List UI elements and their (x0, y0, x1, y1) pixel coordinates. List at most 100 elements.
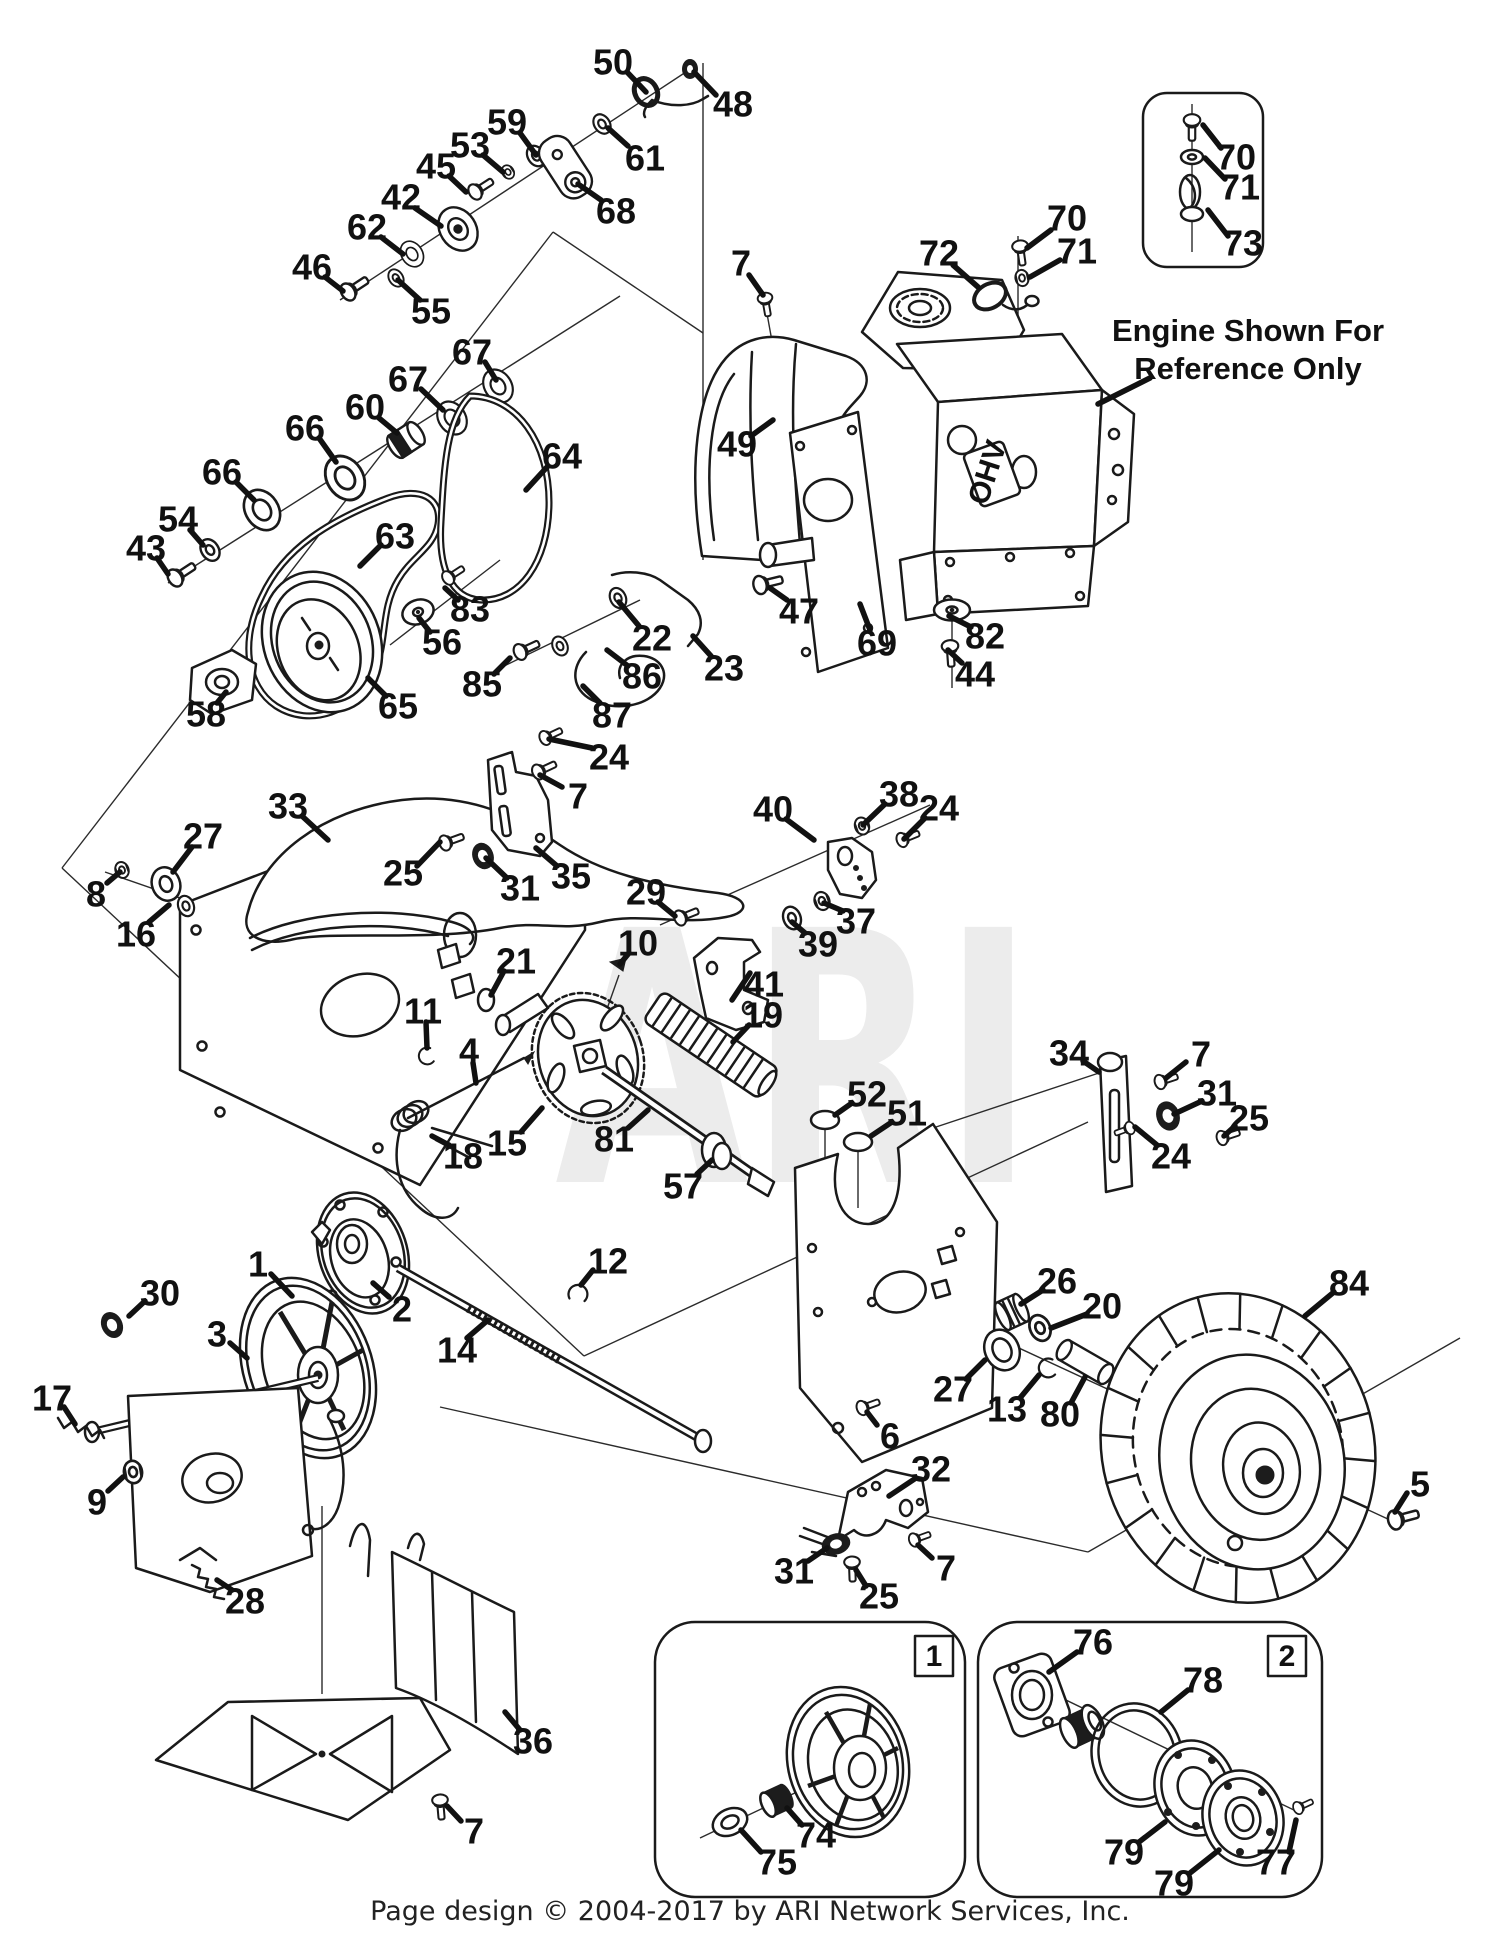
leader-line-35-49 (533, 845, 560, 869)
tread-lug-line (1105, 1473, 1139, 1485)
leader-line-86-33 (604, 647, 631, 669)
leader-line-82-39 (946, 613, 974, 630)
part-callout-87-34: 87 (592, 695, 632, 736)
part-callout-9-80: 9 (87, 1482, 107, 1523)
part-callout-19-58: 19 (743, 995, 783, 1036)
part-callout-26-82: 26 (1037, 1261, 1077, 1302)
leader-line-2-74 (370, 1280, 392, 1300)
part-callout-54-26: 54 (158, 499, 198, 540)
leader-line-24-52 (901, 815, 928, 842)
leader-line-59-3 (517, 130, 539, 158)
leader-line-27-44 (170, 844, 195, 875)
part-callout-45-5: 45 (416, 146, 456, 187)
part-callout-75-97: 75 (757, 1842, 797, 1883)
part-callout-68-6: 68 (596, 191, 636, 232)
part-callout-29-53: 29 (626, 872, 666, 913)
tread-lug-line (1238, 1292, 1242, 1331)
tread-lug-line (1124, 1508, 1154, 1530)
part-callout-67-19: 67 (452, 332, 492, 373)
leader-line-4-61 (470, 1060, 479, 1086)
leader-line-58-30 (214, 689, 229, 706)
part-callout-24-52: 24 (919, 788, 959, 829)
leader-line-9-80 (105, 1474, 126, 1494)
leader-line-1-73 (268, 1271, 295, 1299)
part-callout-49-18: 49 (717, 424, 757, 465)
leader-line-34-64 (1080, 1058, 1102, 1075)
leader-line-85-32 (491, 655, 513, 677)
leader-line-21-59 (488, 968, 507, 998)
leader-line-22-35 (616, 599, 642, 629)
part-callout-31-48: 31 (500, 868, 540, 909)
part-callout-38-51: 38 (879, 774, 919, 815)
leader-line-7-11 (746, 272, 766, 298)
part-callout-15-69: 15 (487, 1123, 527, 1164)
engine-note: Engine Shown For Reference Only (1095, 313, 1384, 407)
part-callout-28-81: 28 (225, 1581, 265, 1622)
part-callout-42-7: 42 (381, 177, 421, 218)
part-callout-25-47: 25 (383, 853, 423, 894)
leader-line-65-31 (365, 675, 389, 699)
leader-line-25-47 (414, 839, 443, 869)
leader-line-27-84 (963, 1357, 988, 1382)
part-callout-20-83: 20 (1082, 1286, 1122, 1327)
leader-line-79-100 (1136, 1819, 1168, 1845)
leader-line-78-99 (1158, 1687, 1191, 1715)
part-callout-78-99: 78 (1183, 1660, 1223, 1701)
tread-lug-line (1157, 1314, 1179, 1348)
part-callout-51-63: 51 (887, 1093, 927, 1134)
inset-2-tag: 2 (1279, 1640, 1296, 1673)
leader-line-42-7 (412, 205, 444, 229)
leader-line-7-95 (444, 1803, 464, 1824)
inset-box-top (1141, 91, 1265, 269)
leader-line-7-93 (915, 1542, 935, 1561)
leader-line-18-70 (429, 1133, 452, 1148)
tread-lug-line (1106, 1386, 1140, 1403)
part-callout-57-72: 57 (663, 1166, 703, 1207)
part-callout-32-90: 32 (911, 1449, 951, 1490)
leader-line-63-25 (357, 542, 384, 569)
leader-line-76-98 (1046, 1649, 1080, 1675)
leader-line-54-26 (187, 527, 206, 548)
part-callout-69-38: 69 (857, 623, 897, 664)
leader-line-71-16 (1202, 155, 1228, 182)
leader-line-10-57 (617, 950, 632, 967)
part-callout-7-11: 7 (731, 243, 751, 284)
part-callout-31-66: 31 (1197, 1073, 1237, 1114)
leader-line-77-102 (1286, 1817, 1299, 1855)
part-callout-66-22: 66 (285, 408, 325, 449)
leader-line-30-77 (126, 1298, 148, 1319)
part-callout-24-68: 24 (1151, 1136, 1191, 1177)
tread-lug-line (1154, 1536, 1177, 1567)
part-callout-2-74: 2 (392, 1289, 412, 1330)
part-callout-27-44: 27 (183, 816, 223, 857)
tread-lug-line (1234, 1565, 1238, 1604)
part-callout-7-42: 7 (568, 776, 588, 817)
part-callout-41-56: 41 (744, 964, 784, 1005)
part-callout-77-102: 77 (1256, 1842, 1296, 1883)
leader-line-74-96 (784, 1805, 805, 1828)
leader-line-48-1 (691, 69, 719, 98)
part-callout-71-16: 71 (1220, 167, 1260, 208)
leader-line-29-53 (655, 899, 678, 919)
leader-line-79-101 (1187, 1847, 1222, 1876)
tread-lug-line (1126, 1345, 1156, 1372)
part-callout-71-14: 71 (1057, 231, 1097, 272)
leader-line-50-0 (624, 69, 649, 95)
part-callout-61-2: 61 (625, 138, 665, 179)
part-callout-74-96: 74 (796, 1815, 836, 1856)
part-callout-36-94: 36 (513, 1721, 553, 1762)
inset-box-1: 1 (653, 1620, 967, 1899)
part-callout-76-98: 76 (1073, 1622, 1113, 1663)
leader-line-32-90 (886, 1475, 919, 1499)
part-callout-30-77: 30 (140, 1273, 180, 1314)
part-callout-84-88: 84 (1329, 1263, 1369, 1304)
leader-line-37-54 (821, 900, 846, 914)
leader-line-56-29 (416, 615, 433, 635)
part-callout-73-17: 73 (1223, 223, 1263, 264)
leader-line-87-34 (580, 683, 603, 706)
part-callout-35-49: 35 (551, 856, 591, 897)
part-callout-52-62: 52 (847, 1074, 887, 1115)
leader-line-36-94 (502, 1709, 523, 1733)
